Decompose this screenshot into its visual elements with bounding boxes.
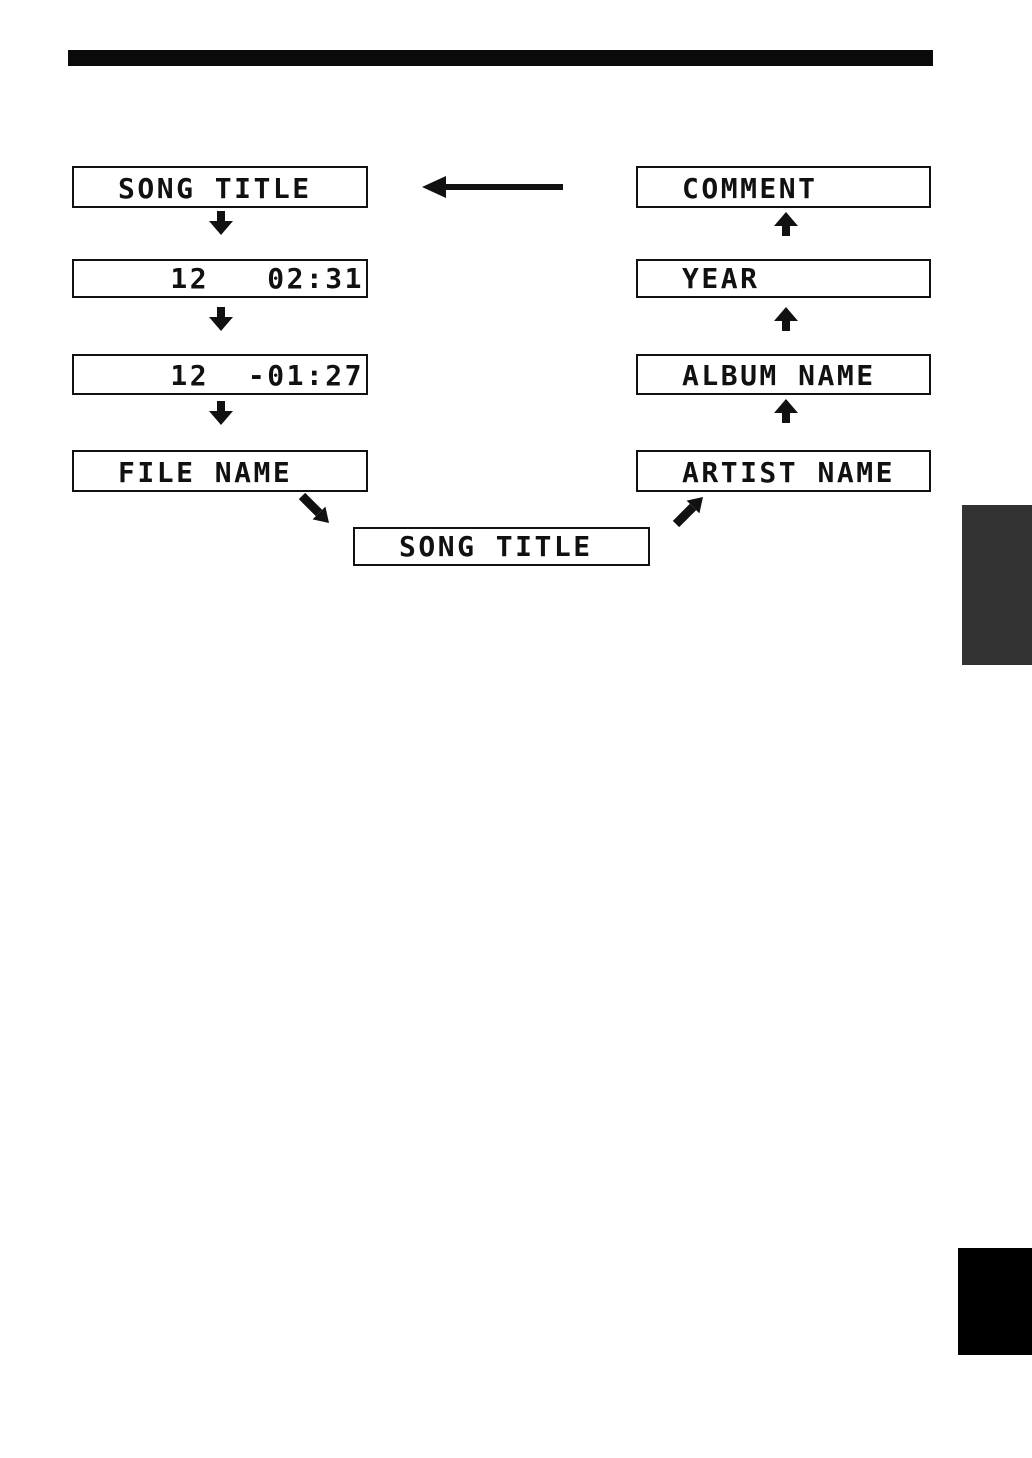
display-box-year: YEAR <box>636 259 931 298</box>
display-text: FILE NAME <box>118 456 293 489</box>
down-arrow-icon <box>208 401 234 425</box>
display-text: ARTIST NAME <box>682 456 895 489</box>
page-edge-tab-lower <box>958 1248 1032 1355</box>
display-box-album-name: ALBUM NAME <box>636 354 931 395</box>
down-arrow-icon <box>208 211 234 235</box>
display-text: SONG TITLE <box>118 172 312 205</box>
display-text: COMMENT <box>682 172 818 205</box>
display-box-track-elapsed-time: 12 02:31 <box>72 259 368 298</box>
display-text: ALBUM NAME <box>682 359 876 392</box>
display-box-song-title-center: SONG TITLE <box>353 527 650 566</box>
up-arrow-icon <box>773 399 799 423</box>
display-text: SONG TITLE <box>399 530 593 563</box>
display-box-song-title: SONG TITLE <box>72 166 368 208</box>
display-box-file-name: FILE NAME <box>72 450 368 492</box>
page-edge-tab-upper <box>962 505 1032 665</box>
display-box-comment: COMMENT <box>636 166 931 208</box>
header-rule-bar <box>68 50 933 66</box>
display-box-track-remaining-time: 12 -01:27 <box>72 354 368 395</box>
up-arrow-icon <box>773 307 799 331</box>
down-right-arrow-icon <box>297 491 331 525</box>
display-text: YEAR <box>682 262 760 295</box>
down-arrow-icon <box>208 307 234 331</box>
display-text: 12 -01:27 <box>170 359 364 392</box>
left-arrow-icon <box>422 175 563 199</box>
display-text: 12 02:31 <box>170 262 364 295</box>
up-arrow-icon <box>773 212 799 236</box>
display-box-artist-name: ARTIST NAME <box>636 450 931 492</box>
up-right-arrow-icon <box>671 495 705 529</box>
